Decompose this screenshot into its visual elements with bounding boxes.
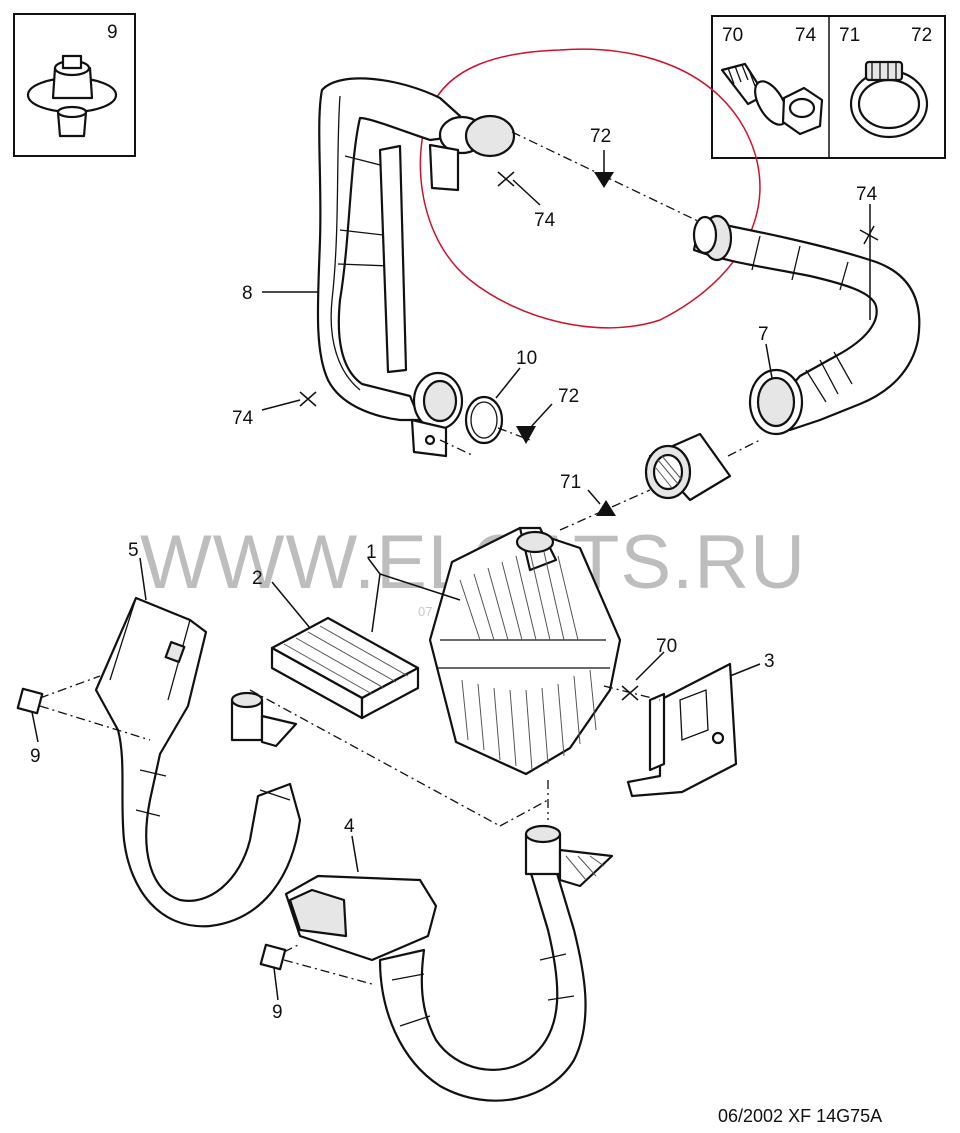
callout-9-lower: 9 [272,1002,283,1023]
callout-70: 70 [656,636,677,657]
part-7-right-duct [692,214,921,436]
callout-3: 3 [764,651,775,672]
nut-icon [781,86,824,136]
red-highlight-annotation [419,48,761,329]
clip-9-left [16,687,44,715]
callout-5: 5 [128,540,139,561]
callout-74-left: 74 [232,408,254,429]
callout-8: 8 [242,283,253,304]
watermark-small-text: 07 [418,604,432,619]
clip-9-lower [259,943,287,971]
callout-labels: 1 2 3 4 5 7 8 9 9 10 70 71 72 72 74 74 7… [30,126,878,1023]
callout-9-left: 9 [30,746,41,767]
part-1-airbox [428,526,622,776]
inset-label-70: 70 [722,25,743,46]
callout-4: 4 [344,816,355,837]
inlet-sleeve [644,432,732,502]
assembly-markers [299,171,879,701]
arrow-72-upper-marker [594,172,614,188]
part-10-o-ring [464,395,504,445]
assembly-lines [39,131,761,985]
arrow-71-marker [596,500,616,516]
callout-7: 7 [758,324,769,345]
part-2-air-filter [270,616,420,720]
inset-box-70-74-71-72: 70 74 71 72 [711,15,946,159]
inset-label-74: 74 [795,25,817,46]
callout-74-center: 74 [534,210,556,231]
callout-1: 1 [366,542,377,563]
callout-72-upper: 72 [590,126,611,147]
hose-clamp-icon [849,60,929,139]
inset-label-9: 9 [107,22,118,43]
push-clip-icon [26,54,118,138]
callout-10: 10 [516,348,537,369]
arrow-72-lower-marker [516,426,536,444]
callout-2: 2 [252,568,263,589]
drawing-reference-footer: 06/2002 XF 14G75A [718,1106,882,1126]
inset-box-9: 9 [13,13,136,157]
callout-74-right: 74 [856,184,878,205]
inset-label-71: 71 [839,25,860,46]
callout-71: 71 [560,472,581,493]
bolt-icon [720,62,788,126]
inset-label-72: 72 [911,25,932,46]
part-5-scoop-hose [94,596,302,928]
part-8-upper-duct [316,77,516,458]
part-4-lower-duct [284,824,614,1102]
leader-lines [31,150,871,1001]
part-3-bracket [626,662,738,798]
callout-72-lower: 72 [558,386,579,407]
